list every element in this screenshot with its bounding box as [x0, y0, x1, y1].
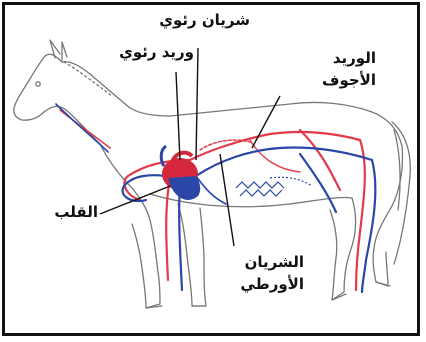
label-aorta-line1: الشريان [232, 254, 304, 271]
label-pulmonary-artery: شريان رئوي [146, 12, 250, 29]
label-pulmonary-vein: وريد رئوي [96, 44, 194, 61]
label-aorta-line2: الأورطي [228, 276, 304, 293]
label-vena-cava-line2: الأجوف [290, 72, 376, 89]
label-heart: القلب [36, 204, 98, 221]
pointer-vena-cava [252, 96, 280, 148]
label-vena-cava-line1: الوريد [296, 50, 376, 67]
pointer-pulmonary-artery [196, 48, 198, 160]
pointer-pulmonary-vein [176, 72, 180, 160]
veins [56, 104, 375, 292]
aorta-vessel [190, 132, 360, 160]
pointer-lines [100, 48, 280, 246]
pointer-heart [100, 186, 170, 214]
intestine-capillaries [236, 177, 312, 196]
pointer-aorta [220, 154, 234, 246]
